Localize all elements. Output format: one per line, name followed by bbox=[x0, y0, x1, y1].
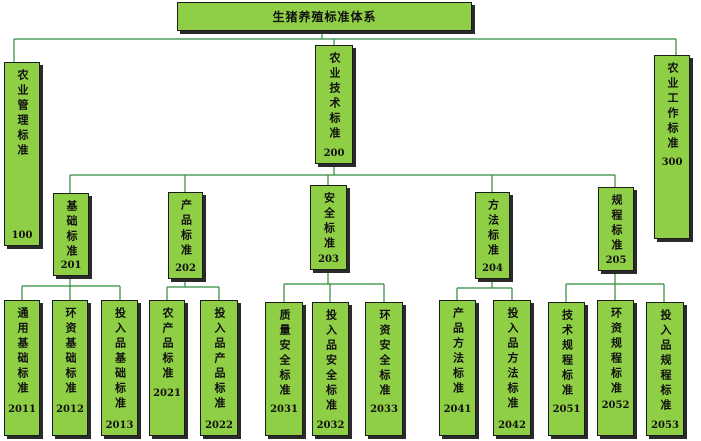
node-201-code: 201 bbox=[60, 260, 82, 271]
node-2031-code: 2031 bbox=[270, 404, 298, 415]
node-100-label: 农业管理标准 bbox=[16, 69, 29, 159]
node-201-label: 基础标准 bbox=[65, 200, 78, 260]
node-2011-code: 2011 bbox=[8, 404, 36, 415]
node-2052: 环资规程标准 2052 bbox=[597, 300, 634, 436]
node-2053: 投入品规程标准 2053 bbox=[646, 302, 684, 436]
node-204-code: 204 bbox=[482, 263, 503, 274]
node-200-code: 200 bbox=[323, 148, 345, 159]
node-205-label: 规程标准 bbox=[610, 194, 623, 254]
node-2031: 质量安全标准 2031 bbox=[265, 302, 303, 436]
node-root: 生猪养殖标准体系 bbox=[177, 2, 472, 31]
node-204-label: 方法标准 bbox=[486, 199, 500, 259]
node-2012: 环资基础标准 2012 bbox=[52, 300, 88, 436]
node-2012-code: 2012 bbox=[56, 404, 84, 415]
node-2033: 环资安全标准 2033 bbox=[365, 302, 403, 436]
node-2051-label: 技术规程标准 bbox=[560, 309, 574, 399]
node-2022-code: 2022 bbox=[205, 420, 233, 431]
node-2013: 投入品基础标准 2013 bbox=[101, 300, 138, 436]
node-2052-label: 环资规程标准 bbox=[609, 307, 623, 397]
node-202-code: 202 bbox=[175, 263, 196, 274]
node-2053-label: 投入品规程标准 bbox=[659, 309, 672, 414]
node-2032: 投入品安全标准 2032 bbox=[312, 302, 349, 436]
node-2022-label: 投入品产品标准 bbox=[213, 307, 226, 412]
node-2012-label: 环资基础标准 bbox=[64, 307, 77, 397]
node-2042-label: 投入品方法标准 bbox=[506, 307, 519, 412]
node-203-label: 安全标准 bbox=[322, 192, 336, 252]
node-2042-code: 2042 bbox=[498, 420, 526, 431]
node-2013-label: 投入品基础标准 bbox=[113, 307, 127, 412]
node-2032-code: 2032 bbox=[316, 420, 345, 431]
node-300: 农业工作标准 300 bbox=[654, 55, 690, 239]
node-2051-code: 2051 bbox=[552, 404, 581, 415]
node-205-code: 205 bbox=[605, 255, 627, 266]
node-100-code: 100 bbox=[11, 230, 33, 241]
node-2022: 投入品产品标准 2022 bbox=[200, 300, 238, 436]
node-2011-label: 通用基础标准 bbox=[16, 307, 29, 397]
node-2033-code: 2033 bbox=[370, 404, 398, 415]
node-2021-code: 2021 bbox=[153, 388, 181, 399]
node-2052-code: 2052 bbox=[601, 400, 630, 411]
node-2013-code: 2013 bbox=[105, 420, 134, 431]
node-203: 安全标准 203 bbox=[310, 185, 347, 270]
node-2021-label: 农产品标准 bbox=[161, 307, 174, 382]
node-204: 方法标准 204 bbox=[475, 192, 510, 279]
node-2041-label: 产品方法标准 bbox=[451, 307, 465, 397]
node-203-code: 203 bbox=[318, 254, 339, 265]
node-2032-label: 投入品安全标准 bbox=[324, 309, 338, 414]
node-2053-code: 2053 bbox=[651, 420, 679, 431]
node-2051: 技术规程标准 2051 bbox=[548, 302, 585, 436]
node-200: 农业技术标准 200 bbox=[315, 45, 353, 164]
node-2041: 产品方法标准 2041 bbox=[439, 300, 476, 436]
node-2042: 投入品方法标准 2042 bbox=[493, 300, 531, 436]
node-202: 产品标准 202 bbox=[168, 192, 203, 279]
node-100: 农业管理标准 100 bbox=[4, 62, 40, 246]
node-root-label: 生猪养殖标准体系 bbox=[272, 9, 377, 24]
node-300-label: 农业工作标准 bbox=[666, 62, 679, 152]
node-2033-label: 环资安全标准 bbox=[378, 309, 391, 399]
node-2041-code: 2041 bbox=[443, 404, 472, 415]
node-300-code: 300 bbox=[661, 157, 683, 168]
node-2021: 农产品标准 2021 bbox=[149, 300, 185, 436]
node-201: 基础标准 201 bbox=[53, 193, 89, 276]
node-205: 规程标准 205 bbox=[598, 187, 634, 271]
node-200-label: 农业技术标准 bbox=[328, 52, 341, 142]
node-202-label: 产品标准 bbox=[179, 199, 193, 259]
node-2011: 通用基础标准 2011 bbox=[4, 300, 40, 436]
node-2031-label: 质量安全标准 bbox=[278, 309, 291, 399]
